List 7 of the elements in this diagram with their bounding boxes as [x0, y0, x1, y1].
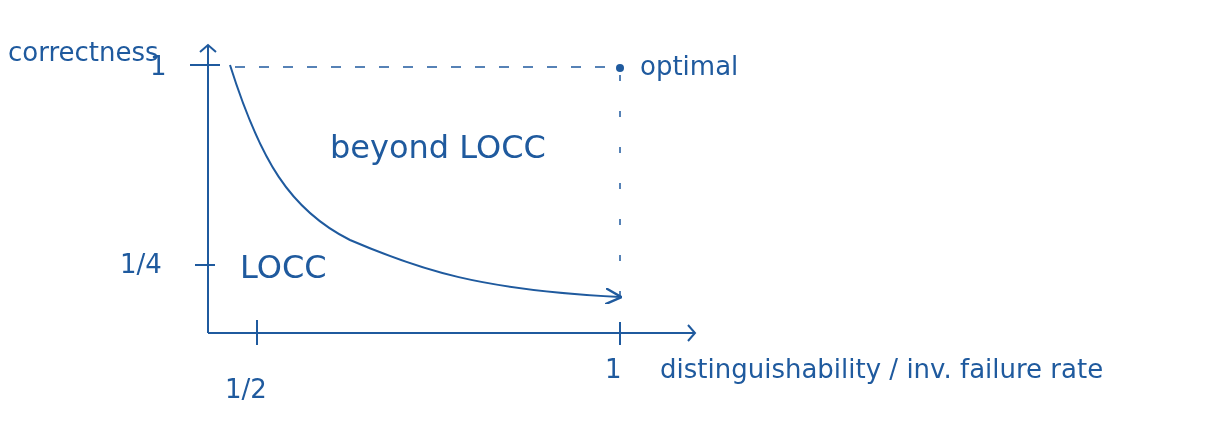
- tick-label: 1/2: [225, 375, 267, 404]
- tick-label: 1/4: [120, 250, 162, 279]
- region-label: LOCC: [240, 250, 327, 286]
- annotation: optimal: [640, 52, 739, 81]
- region-label: beyond LOCC: [330, 130, 546, 166]
- tick-label: 1: [605, 355, 622, 384]
- axis-label: distinguishability / inv. failure rate: [660, 355, 1105, 384]
